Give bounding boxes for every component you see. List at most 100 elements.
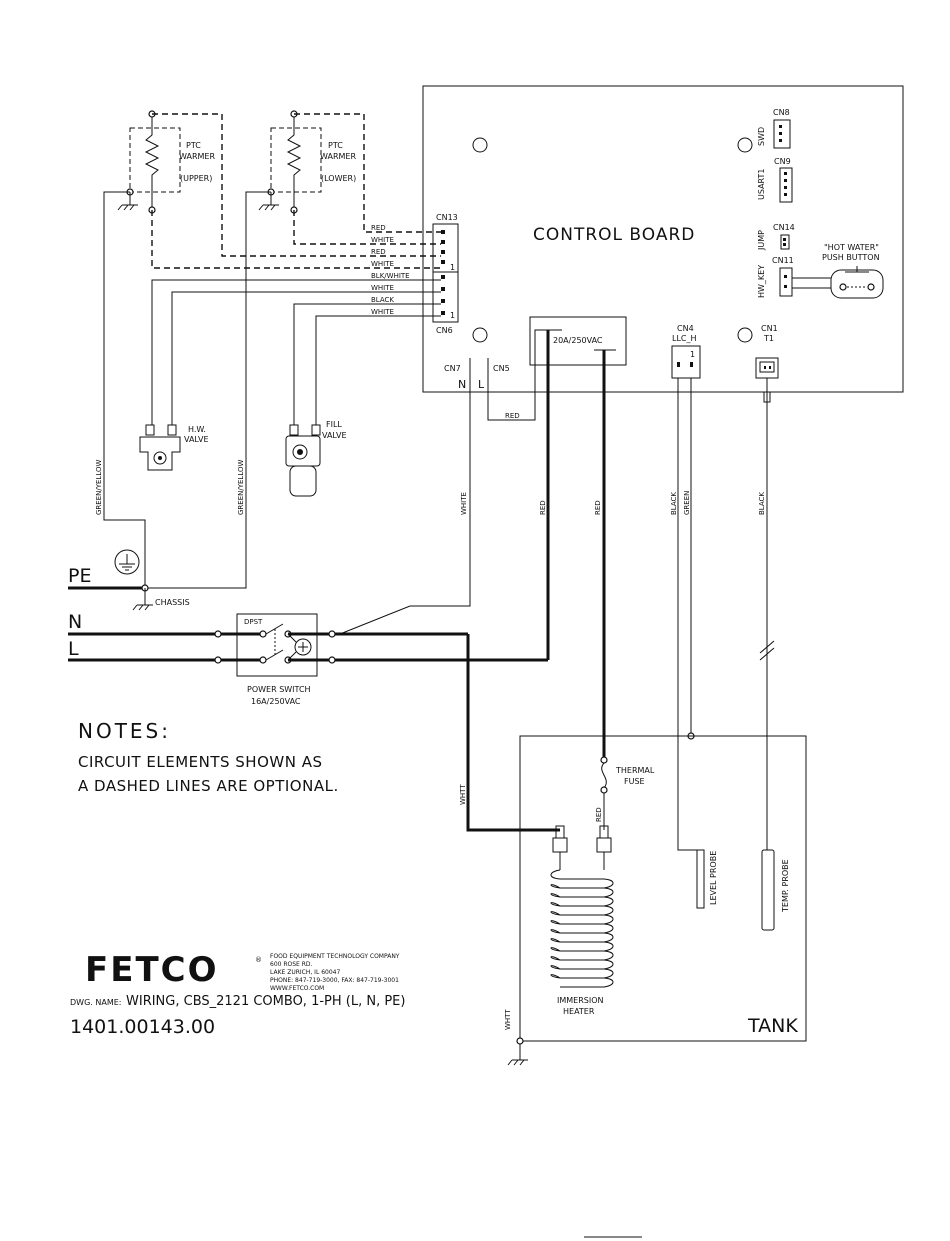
cn4-pin1: 1 — [690, 350, 695, 359]
usart1-label: USART1 — [757, 168, 766, 200]
title-block: FETCO ® FOOD EQUIPMENT TECHNOLOGY COMPAN… — [70, 950, 405, 1038]
level-probe-label: LEVEL PROBE — [709, 851, 718, 905]
thermal-fuse: THERMAL FUSE RED — [595, 756, 655, 830]
cn7-cn5-terminals: CN7 CN5 N L — [444, 358, 510, 391]
fill-valve-line2: VALVE — [322, 431, 347, 440]
fill-valve: FILL VALVE — [285, 420, 347, 497]
control-board-title: CONTROL BOARD — [533, 225, 695, 245]
t1-label: T1 — [763, 334, 774, 343]
cn7-n-label: N — [458, 378, 466, 391]
wire-label-red-2: RED — [371, 248, 386, 256]
wire-label-red-fuse: RED — [595, 807, 603, 822]
wire-label-white-4: WHITE — [371, 308, 394, 316]
warmer-lower-line2: WARMER — [320, 152, 356, 161]
cn6-pin1: 1 — [450, 311, 455, 320]
company-web: WWW.FETCO.COM — [270, 985, 324, 992]
notes: NOTES: CIRCUIT ELEMENTS SHOWN AS A DASHE… — [78, 719, 338, 795]
company-name: FOOD EQUIPMENT TECHNOLOGY COMPANY — [270, 953, 400, 960]
board-wire-labels: RED WHITE RED WHITE BLK/WHITE WHITE BLAC… — [371, 224, 410, 316]
registered-mark: ® — [255, 956, 262, 964]
dpst-label: DPST — [244, 618, 263, 626]
wire-label-black: BLACK — [371, 296, 394, 304]
hw-key-label: HW_KEY — [757, 265, 766, 298]
cn5-label: CN5 — [493, 364, 510, 373]
level-probe: LEVEL PROBE — [696, 849, 718, 909]
llc-h-label: LLC_H — [672, 334, 697, 343]
cn9-connector: CN9 USART1 — [757, 157, 793, 203]
wire-label-white-3: WHITE — [371, 284, 394, 292]
thermal-fuse-line1: THERMAL — [615, 766, 655, 775]
hot-water-push-button: "HOT WATER" PUSH BUTTON — [792, 243, 884, 299]
immersion-heater: IMMERSION HEATER — [550, 825, 614, 1016]
company-address1: 600 ROSE RD. — [270, 961, 313, 968]
wire-label-white-n: WHITE — [460, 492, 468, 515]
l-label: L — [68, 638, 79, 660]
push-button-label-2: PUSH BUTTON — [822, 253, 880, 262]
cn14-connector: CN14 JUMP — [757, 223, 795, 251]
n-label: N — [68, 611, 82, 633]
hw-valve: H.W. VALVE — [139, 424, 209, 471]
switched-mains: WHITE RED RED WHTT RED — [288, 329, 606, 832]
warmer-upper-line2: WARMER — [179, 152, 215, 161]
power-switch-line1: POWER SWITCH — [247, 685, 311, 694]
thermal-fuse-line2: FUSE — [624, 777, 645, 786]
swd-label: SWD — [757, 127, 766, 146]
cn11-connector: CN11 HW_KEY — [757, 256, 794, 298]
warmer-lower-line3: (LOWER) — [321, 174, 356, 183]
cn1-connector: CN1 T1 — [755, 324, 779, 379]
temp-probe: TEMP. PROBE — [761, 849, 790, 931]
wire-label-whtt-n: WHTT — [459, 784, 467, 805]
ground-wiring: GREEN/YELLOW GREEN/YELLOW — [95, 191, 271, 589]
wire-label-red-1: RED — [371, 224, 386, 232]
probe-wiring: BLACK GREEN BLACK — [670, 378, 775, 851]
ptc-warmer-upper: PTC WARMER (UPPER) — [117, 110, 215, 214]
earth-symbol — [114, 549, 140, 575]
wire-label-gy-2: GREEN/YELLOW — [237, 460, 245, 515]
wire-label-white-2: WHITE — [371, 260, 394, 268]
relay-rating: 20A/250VAC — [553, 336, 603, 345]
tank-label: TANK — [747, 1015, 798, 1037]
fill-valve-line1: FILL — [326, 420, 342, 429]
dwg-name-label: DWG. NAME: — [70, 998, 121, 1007]
warmer-wiring — [151, 113, 441, 269]
warmer-lower-line1: PTC — [328, 141, 343, 150]
cn14-label: CN14 — [773, 223, 795, 232]
wire-label-black-cn4: BLACK — [670, 492, 678, 515]
wire-label-red-l: RED — [539, 500, 547, 515]
temp-probe-label: TEMP. PROBE — [781, 859, 790, 913]
cn4-label: CN4 — [677, 324, 694, 333]
push-button-label-1: "HOT WATER" — [824, 243, 879, 252]
company-phone: PHONE: 847-719-3000, FAX: 847-719-3001 — [270, 977, 399, 984]
cn11-label: CN11 — [772, 256, 794, 265]
drawing-number: 1401.00143.00 — [70, 1016, 215, 1038]
heater-line2: HEATER — [563, 1007, 595, 1016]
pe-label: PE — [68, 565, 91, 587]
control-board: CONTROL BOARD CN8 SWD CN9 USART1 CN14 JU… — [422, 85, 904, 393]
warmer-upper-line3: (UPPER) — [180, 174, 212, 183]
fetco-logo: FETCO — [85, 950, 219, 990]
wire-label-gy-1: GREEN/YELLOW — [95, 460, 103, 515]
wire-label-red-relay: RED — [594, 500, 602, 515]
valve-wiring — [151, 279, 441, 425]
cn9-label: CN9 — [774, 157, 791, 166]
cn6-connector: CN6 1 — [432, 271, 459, 335]
power-switch-line2: 16A/250VAC — [251, 697, 301, 706]
cn13-connector: CN13 1 — [432, 213, 459, 273]
cn8-connector: CN8 SWD — [757, 108, 791, 149]
jump-label: JUMP — [757, 230, 766, 251]
cn13-pin1: 1 — [450, 263, 455, 272]
cn6-label: CN6 — [436, 326, 453, 335]
wire-label-red-cn5: RED — [505, 412, 520, 420]
chassis-label: CHASSIS — [155, 598, 190, 607]
tank-ground: WHTT — [504, 1009, 528, 1066]
relay-20a: 20A/250VAC — [529, 316, 627, 366]
ptc-warmer-lower: PTC WARMER (LOWER) — [258, 110, 356, 214]
cn13-label: CN13 — [436, 213, 458, 222]
cn4-connector: CN4 LLC_H 1 — [671, 324, 701, 379]
hw-valve-line1: H.W. — [188, 425, 206, 434]
wire-label-black-cn1: BLACK — [758, 492, 766, 515]
notes-heading: NOTES: — [78, 719, 171, 743]
cn8-label: CN8 — [773, 108, 790, 117]
tank: TANK THERMAL FUSE RED IMMERSION HEATER — [504, 735, 807, 1066]
